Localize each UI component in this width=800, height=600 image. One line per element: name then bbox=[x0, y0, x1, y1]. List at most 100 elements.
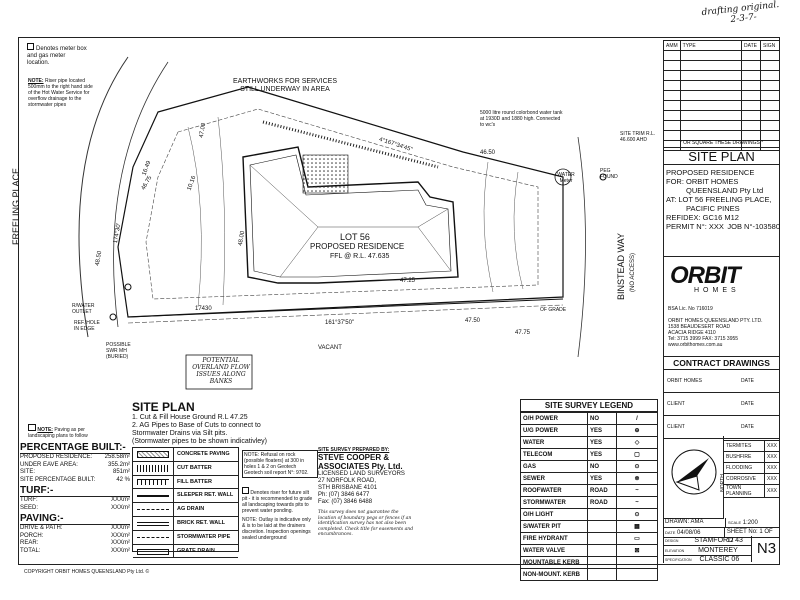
outlay-note: NOTE: Outlay is indicative only & is to … bbox=[242, 517, 311, 541]
paving-note: NOTE: Paving as per landscaping plans to… bbox=[28, 424, 98, 439]
roof-line bbox=[249, 164, 319, 228]
area-label: DRIVE & PATH: bbox=[20, 525, 63, 531]
area-value: 258.58m² bbox=[104, 454, 130, 460]
company-details: BSA Lic. No 716019 ORBIT HOMES QUEENSLAN… bbox=[668, 306, 778, 348]
legend-item: GAS bbox=[520, 460, 588, 473]
classification-label: FLOODING bbox=[723, 462, 765, 474]
key-row: CUT BATTER bbox=[133, 461, 238, 476]
drawn-value: AMA bbox=[690, 519, 704, 525]
area-label: SEED: bbox=[20, 504, 39, 511]
area-label: PORCH: bbox=[20, 532, 44, 539]
amd-header: TYPE bbox=[679, 40, 743, 51]
legend-item: WATER bbox=[520, 436, 588, 449]
company-address: ACACIA RIDGE 4110 bbox=[668, 330, 716, 336]
contract-label: ORBIT HOMES bbox=[667, 378, 702, 384]
lot-label: LOT 56 bbox=[340, 232, 370, 242]
date-value: 04/08/06 bbox=[677, 530, 701, 536]
contour-line bbox=[513, 171, 524, 290]
paving-title: PAVING:- bbox=[20, 513, 130, 525]
tb-job: JOB N°-103580 bbox=[727, 222, 780, 231]
date-label: DATE bbox=[665, 530, 676, 535]
silt-pit-note: Denotes riser for future silt pit - it i… bbox=[242, 487, 314, 514]
surveyor-name-2: ASSOCIATES Pty. Ltd. bbox=[318, 462, 403, 471]
contract-title: CONTRACT DRAWINGS bbox=[663, 357, 780, 370]
surveyor-line: STH BRISBANE 4101 bbox=[318, 485, 378, 491]
key-row: GRATE DRAIN bbox=[133, 544, 238, 559]
turf-title: TURF:- bbox=[20, 485, 130, 497]
design-label: DESIGN bbox=[665, 539, 679, 543]
legend-sym bbox=[616, 568, 658, 581]
amendments-footer: * OR SQUARE THESE DRAWINGS * bbox=[679, 140, 764, 146]
key-label: CONCRETE PAVING bbox=[177, 451, 230, 457]
legend-status bbox=[587, 556, 617, 569]
classification-value: XXX bbox=[763, 484, 781, 498]
title-block bbox=[663, 40, 779, 563]
drawing-sheet bbox=[18, 37, 780, 565]
key-row: BRICK RET. WALL bbox=[133, 516, 238, 531]
legend-row: MOUNTABLE KERB bbox=[520, 556, 658, 569]
ref-hole-label: REF. HOLE IN EDGE bbox=[74, 320, 100, 332]
classification-label: CORROSIVE bbox=[723, 473, 765, 485]
roof-line bbox=[417, 208, 449, 228]
key-row: FILL BATTER bbox=[133, 475, 238, 490]
site-trim-label: SITE TRIM R.L. 46.600 AHD bbox=[620, 131, 656, 143]
area-value: XXXm² bbox=[110, 547, 130, 554]
house-footprint bbox=[242, 146, 459, 284]
legend-item: MOUNTABLE KERB bbox=[520, 556, 588, 569]
elevation-label: ELEVATION bbox=[665, 549, 685, 553]
area-value: 851m² bbox=[112, 469, 130, 475]
binstead-way-label: BINSTEAD WAY bbox=[616, 232, 626, 300]
key-symbol bbox=[133, 503, 174, 516]
peg-symbol bbox=[599, 173, 607, 181]
area-value: XXXm² bbox=[110, 525, 130, 531]
key-label: SLEEPER RET. WALL bbox=[177, 492, 234, 499]
water-meter-label: WATER Meter bbox=[557, 172, 575, 184]
key-symbol bbox=[133, 461, 174, 475]
legend-row: O/H LIGHT⊙ bbox=[520, 508, 658, 521]
orbit-logo-sub: HOMES bbox=[694, 287, 740, 294]
freeling-place-kerb bbox=[78, 56, 129, 338]
percentage-built-panel: PERCENTAGE BUILT:- PROPOSED RESIDENCE:25… bbox=[20, 442, 130, 554]
legend-status: NO bbox=[587, 460, 617, 473]
classification-value: XXX bbox=[763, 440, 781, 452]
scale-label: SCALE bbox=[728, 520, 742, 525]
legend-item: U/G POWER bbox=[520, 424, 588, 437]
legend-status: YES bbox=[587, 436, 617, 449]
dim-label: 47.75 bbox=[515, 330, 531, 336]
contract-label: CLIENT bbox=[667, 424, 685, 430]
classification-value: XXX bbox=[763, 473, 781, 485]
percentage-title: PERCENTAGE BUILT:- bbox=[20, 442, 130, 454]
area-label: SITE PERCENTAGE BUILT: bbox=[20, 476, 96, 483]
key-symbol bbox=[133, 475, 174, 489]
amd-header: SIGN bbox=[760, 40, 780, 51]
legend-item: FIRE HYDRANT bbox=[520, 532, 588, 545]
freeling-place-label: FREELING PLACE bbox=[11, 167, 21, 245]
tb-addr-1: LOT 56 FREELING PLACE, bbox=[678, 195, 772, 204]
legend-title: SITE SURVEY LEGEND bbox=[520, 399, 658, 412]
legend-sym: ⊙ bbox=[616, 460, 658, 473]
company-phone: Tel: 3715 3999 FAX: 3715 3955 bbox=[668, 336, 739, 342]
key-row: SLEEPER RET. WALL bbox=[133, 489, 238, 504]
ffl-label: FFL @ R.L. 47.635 bbox=[330, 253, 390, 260]
legend-status: ROAD bbox=[587, 484, 617, 497]
key-symbol bbox=[133, 530, 174, 544]
legend-item: SEWER bbox=[520, 472, 588, 485]
key-label: GRATE DRAIN bbox=[177, 547, 215, 554]
legend-item: O/H LIGHT bbox=[520, 508, 588, 521]
classification-label: TERMITES bbox=[723, 440, 765, 452]
company-bsa: BSA Lic. No 716019 bbox=[668, 306, 713, 312]
tb-at-label: AT: bbox=[666, 195, 677, 204]
setback-line bbox=[145, 108, 539, 300]
legend-item: S/WATER PIT bbox=[520, 520, 588, 533]
area-label: SITE: bbox=[20, 469, 36, 475]
garage-hatch bbox=[302, 154, 349, 194]
area-row: DRIVE & PATH: XXXm² bbox=[20, 525, 130, 533]
